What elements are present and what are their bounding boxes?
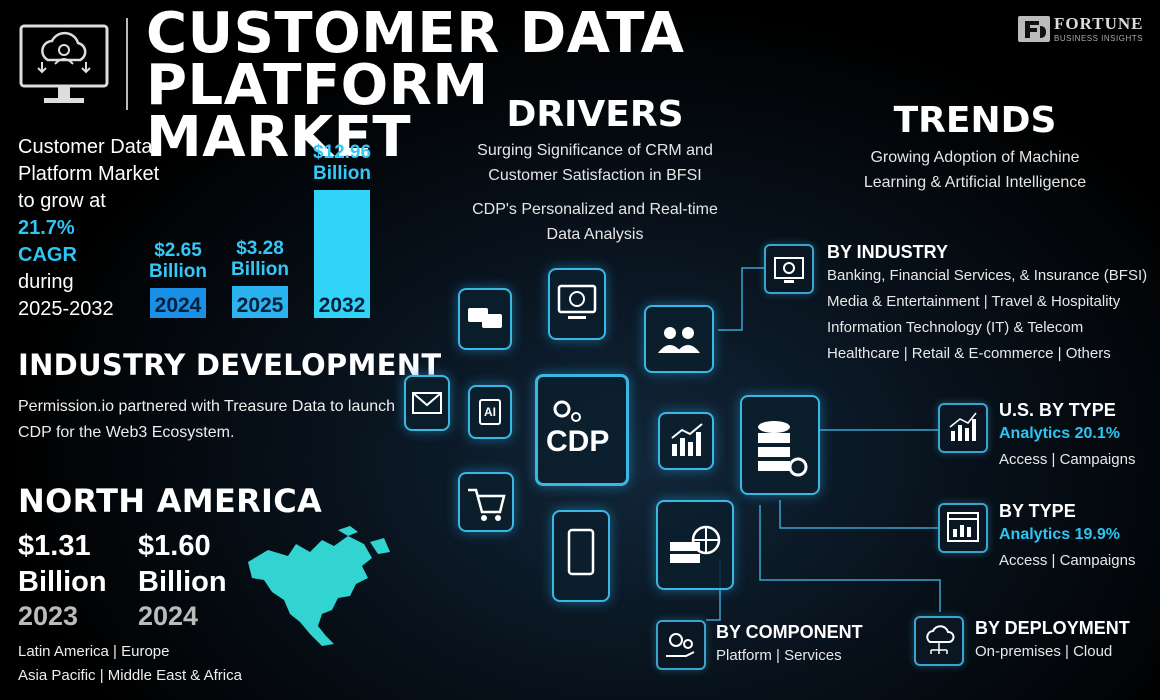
us-by-type-section: U.S. BY TYPE Analytics 20.1% Access | Ca… xyxy=(999,400,1159,473)
na-value-2024: $1.60 Billion 2024 xyxy=(138,530,227,631)
cdp-tile: CDP xyxy=(535,374,629,486)
by-type-section: BY TYPE Analytics 19.9% Access | Campaig… xyxy=(999,501,1159,574)
other-regions: Latin America | Europe Asia Pacific | Mi… xyxy=(18,643,242,684)
industry-development-text: Permission.io partnered with Treasure Da… xyxy=(18,398,396,441)
cloud-user-monitor-icon xyxy=(18,20,110,110)
cagr-label: CAGR xyxy=(18,244,77,266)
us-by-type-title: U.S. BY TYPE xyxy=(999,400,1116,420)
cagr-period: 2025-2032 xyxy=(18,298,114,320)
by-industry-section: BY INDUSTRY Banking, Financial Services,… xyxy=(827,242,1157,367)
by-type-title: BY TYPE xyxy=(999,501,1076,521)
drivers-title: DRIVERS xyxy=(506,94,684,135)
users-icon xyxy=(644,305,714,373)
web-monitor-icon xyxy=(548,268,606,340)
ai-chip-icon: AI xyxy=(468,385,512,439)
bar-chart-icon xyxy=(938,403,988,453)
bar-2032: 2032 xyxy=(314,190,370,318)
analytics-window-icon xyxy=(938,503,988,553)
server-globe-icon xyxy=(656,500,734,590)
driver-item-1: Surging Significance of CRM and Customer… xyxy=(477,142,713,184)
mail-icon xyxy=(404,375,450,431)
cagr-rate: 21.7% xyxy=(18,217,75,239)
by-deployment-section: BY DEPLOYMENT On-premises | Cloud xyxy=(975,618,1155,665)
industry-development-title: INDUSTRY DEVELOPMENT xyxy=(18,348,442,382)
by-component-section: BY COMPONENT Platform | Services xyxy=(716,622,886,669)
tablet-icon xyxy=(552,510,610,602)
shopping-cart-icon xyxy=(458,472,514,532)
bar-year-label: 2025 xyxy=(236,294,284,317)
fortune-mark-icon xyxy=(1018,15,1050,42)
na-value-2023: $1.31 Billion 2023 xyxy=(18,530,107,631)
trend-item-1: Growing Adoption of Machine Learning & A… xyxy=(863,149,1087,191)
cloud-network-icon xyxy=(914,616,964,666)
settings-monitor-icon xyxy=(764,244,814,294)
north-america-title: NORTH AMERICA xyxy=(18,482,323,520)
cagr-summary: Customer Data Platform Market to grow at… xyxy=(18,134,178,323)
title-separator xyxy=(126,18,128,110)
chart-up-icon xyxy=(658,412,714,470)
gears-hand-icon xyxy=(656,620,706,670)
cdp-label: CDP xyxy=(546,425,610,458)
by-component-title: BY COMPONENT xyxy=(716,622,863,642)
bar-2025: 2025 xyxy=(232,286,288,318)
bar-year-label: 2032 xyxy=(318,294,366,317)
north-america-map-icon xyxy=(248,526,390,646)
bar-year-label: 2024 xyxy=(154,294,202,317)
database-icon xyxy=(740,395,820,495)
brand-subtitle: BUSINESS INSIGHTS xyxy=(1054,34,1143,43)
chat-icon xyxy=(458,288,512,350)
by-deployment-title: BY DEPLOYMENT xyxy=(975,618,1130,638)
driver-item-2: CDP's Personalized and Real-time Data An… xyxy=(472,201,718,243)
bar-2024: 2024 xyxy=(150,288,206,318)
brand-name: FORTUNE xyxy=(1054,14,1144,33)
trends-title: TRENDS xyxy=(893,100,1057,141)
page-title: CUSTOMER DATA PLATFORM MARKET xyxy=(146,1,685,170)
by-industry-title: BY INDUSTRY xyxy=(827,242,949,262)
gear-icon xyxy=(553,400,581,422)
brand-logo: FORTUNE BUSINESS INSIGHTS xyxy=(1018,14,1158,43)
